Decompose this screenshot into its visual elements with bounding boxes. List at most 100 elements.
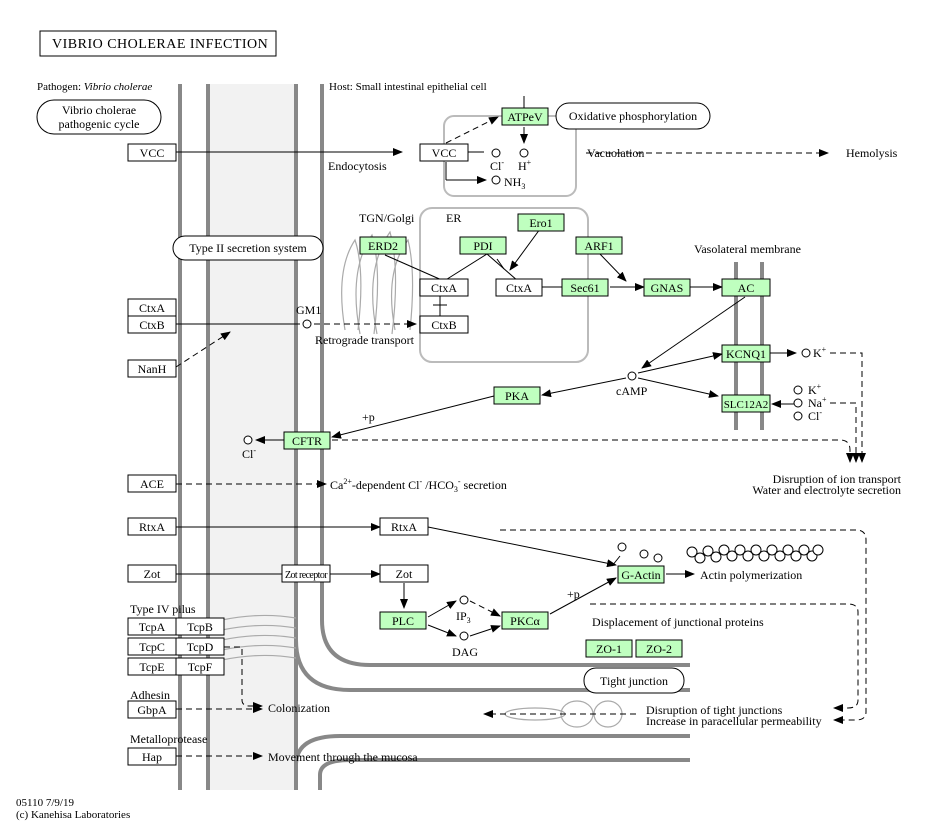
cl-ion-2: Cl- [808, 408, 822, 423]
svg-text:RtxA: RtxA [139, 520, 165, 534]
er-label: ER [446, 211, 461, 225]
gene-zo1[interactable]: ZO-1 [585, 639, 633, 658]
svg-text:Tight junction: Tight junction [600, 674, 668, 688]
disruption-tj-label: Disruption of tight junctions [646, 703, 783, 717]
cl-ion-3: Cl- [242, 446, 256, 461]
title-box [39, 30, 277, 57]
gene-ace[interactable]: ACE [127, 474, 177, 493]
na-ion: Na+ [808, 395, 827, 410]
page-title: VIBRIO CHOLERAE INFECTION [52, 37, 268, 52]
svg-text:AC: AC [738, 281, 755, 295]
svg-text:ZO-2: ZO-2 [646, 642, 672, 656]
gene-ctxb-host[interactable]: CtxB [419, 315, 469, 334]
svg-text:SLC12A2: SLC12A2 [724, 399, 769, 411]
gene-tcpc[interactable]: TcpC [127, 637, 177, 656]
gene-rtxa-pathogen[interactable]: RtxA [127, 517, 177, 536]
tgn-golgi-label: TGN/Golgi [359, 211, 415, 225]
gene-pka[interactable]: PKA [493, 386, 541, 405]
text-labels: Endocytosis Vacuolation Hemolysis Cl- H+… [16, 146, 902, 821]
gene-tcpe[interactable]: TcpE [127, 657, 177, 676]
svg-text:Sec61: Sec61 [570, 281, 599, 295]
svg-text:ZO-1: ZO-1 [596, 642, 622, 656]
gene-zot-receptor[interactable]: Zot receptor [281, 564, 331, 583]
svg-text:G-Actin: G-Actin [621, 568, 660, 582]
svg-text:ERD2: ERD2 [368, 239, 398, 253]
gene-tcpf[interactable]: TcpF [175, 657, 225, 676]
gene-ctxa-pathogen[interactable]: CtxA [127, 298, 177, 317]
svg-text:CtxA: CtxA [431, 281, 457, 295]
footer-id: 05110 7/9/19 [16, 797, 74, 809]
k-ion-1: K+ [813, 345, 827, 360]
gene-sec61[interactable]: Sec61 [561, 278, 609, 297]
svg-text:TcpA: TcpA [139, 620, 166, 634]
gene-gbpa[interactable]: GbpA [127, 700, 177, 719]
svg-text:PLC: PLC [392, 614, 414, 628]
gene-kcnq1[interactable]: KCNQ1 [721, 344, 771, 363]
svg-text:PKCα: PKCα [510, 614, 540, 628]
gene-zot-host[interactable]: Zot [379, 564, 429, 583]
gene-slc12a2[interactable]: SLC12A2 [721, 394, 771, 413]
svg-text:NanH: NanH [138, 362, 167, 376]
svg-text:PKA: PKA [505, 389, 529, 403]
gene-zot-pathogen[interactable]: Zot [127, 564, 177, 583]
gene-ctxa-golgi[interactable]: CtxA [419, 278, 469, 297]
movement-label: Movement through the mucosa [268, 750, 418, 764]
gene-tcpb[interactable]: TcpB [175, 617, 225, 636]
svg-text:PDI: PDI [473, 239, 492, 253]
gene-arf1[interactable]: ARF1 [575, 236, 623, 255]
gene-atpev[interactable]: ATPeV [501, 107, 549, 126]
gene-ctxb-pathogen[interactable]: CtxB [127, 315, 177, 334]
gene-rtxa-host[interactable]: RtxA [379, 517, 429, 536]
svg-text:VCC: VCC [432, 146, 457, 160]
gene-pkca[interactable]: PKCα [501, 611, 549, 630]
h-ion: H+ [518, 158, 532, 173]
svg-text:Vibrio cholerae: Vibrio cholerae [62, 103, 136, 117]
svg-text:pathogenic cycle: pathogenic cycle [59, 117, 140, 131]
endocytosis-label: Endocytosis [328, 159, 387, 173]
gene-ac[interactable]: AC [721, 278, 771, 297]
vasolateral-label: Vasolateral membrane [694, 242, 801, 256]
map-link-type2-secretion[interactable]: Type II secretion system [172, 235, 324, 261]
gene-ero1[interactable]: Ero1 [517, 213, 565, 232]
gene-tcpa[interactable]: TcpA [127, 617, 177, 636]
svg-text:TcpF: TcpF [188, 660, 213, 674]
svg-text:TcpD: TcpD [187, 640, 214, 654]
gene-vcc-pathogen[interactable]: VCC [127, 143, 177, 162]
svg-text:TcpB: TcpB [187, 620, 213, 634]
gene-hap[interactable]: Hap [127, 747, 177, 766]
gene-vcc-host[interactable]: VCC [419, 143, 469, 162]
gene-plc[interactable]: PLC [379, 611, 427, 630]
footer-copyright: (c) Kanehisa Laboratories [16, 809, 130, 821]
host-label: Host: Small intestinal epithelial cell [329, 81, 487, 93]
svg-text:RtxA: RtxA [391, 520, 417, 534]
svg-text:Zot: Zot [396, 567, 413, 581]
svg-text:KCNQ1: KCNQ1 [726, 347, 766, 361]
map-link-oxidative-phosphorylation[interactable]: Oxidative phosphorylation [555, 102, 711, 130]
gene-tcpd[interactable]: TcpD [175, 637, 225, 656]
svg-text:CFTR: CFTR [292, 434, 322, 448]
svg-text:CtxA: CtxA [506, 281, 532, 295]
gene-cftr[interactable]: CFTR [283, 431, 331, 450]
gene-gnas[interactable]: GNAS [643, 278, 691, 297]
svg-text:TcpC: TcpC [139, 640, 165, 654]
gene-g-actin[interactable]: G-Actin [617, 565, 665, 584]
svg-text:VCC: VCC [140, 146, 165, 160]
map-link-pathogenic-cycle[interactable]: Vibrio cholerae pathogenic cycle [36, 99, 162, 135]
gene-erd2[interactable]: ERD2 [359, 236, 407, 255]
svg-text:CtxB: CtxB [431, 318, 456, 332]
gene-nanh[interactable]: NanH [127, 359, 177, 378]
map-link-tight-junction[interactable]: Tight junction [583, 667, 685, 694]
gene-ctxa-er[interactable]: CtxA [495, 278, 543, 297]
svg-text:GNAS: GNAS [651, 281, 684, 295]
metalloprotease-label: Metalloprotease [130, 732, 207, 746]
disruption-ion-label: Disruption of ion transport [773, 472, 902, 486]
gene-zo2[interactable]: ZO-2 [635, 639, 683, 658]
type4-pilus-label: Type IV pilus [130, 602, 196, 616]
gm1-label: GM1 [296, 303, 321, 317]
dag-label: DAG [452, 645, 478, 659]
svg-text:GbpA: GbpA [137, 703, 167, 717]
vacuolation-label: Vacuolation [587, 146, 644, 160]
gene-pdi[interactable]: PDI [459, 236, 507, 255]
colonization-label: Colonization [268, 701, 330, 715]
